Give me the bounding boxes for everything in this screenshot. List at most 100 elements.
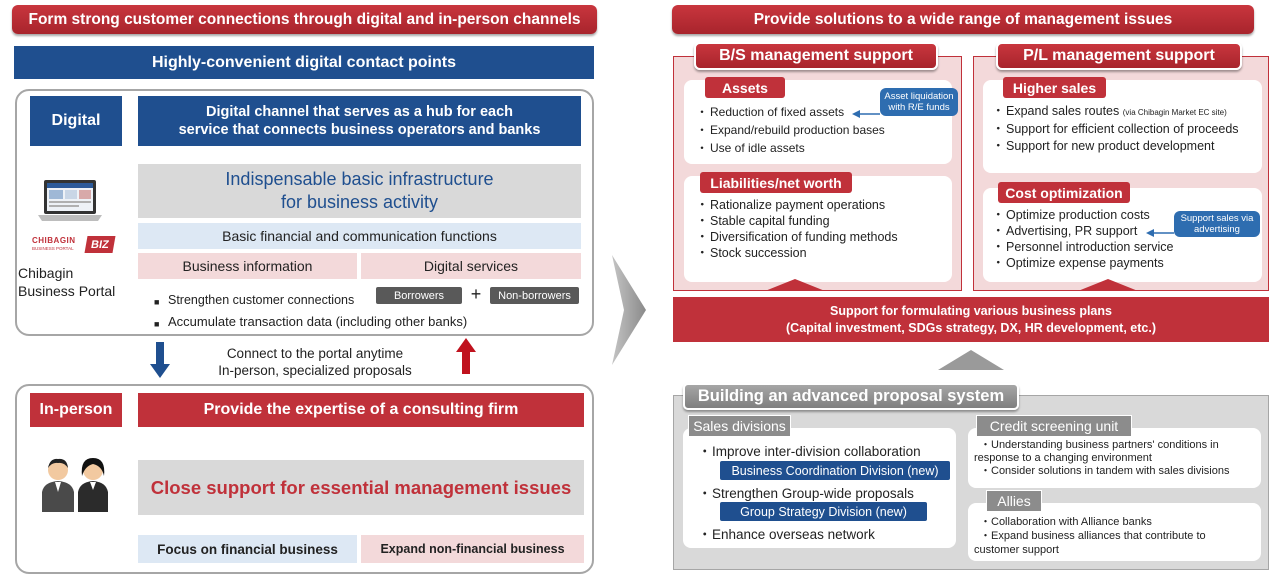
sales-divisions-list-2: Strengthen Group-wide proposals [698,485,914,502]
logo-biz: BIZ [84,236,116,253]
allies-tag: Allies [986,490,1042,512]
non-borrowers-pill: Non-borrowers [490,287,579,304]
connect-line1: Connect to the portal anytime [226,346,404,361]
allies-card [968,503,1261,561]
pl-title: P/L management support [996,42,1242,70]
business-info-box: Business information [138,253,357,279]
assets-list: Reduction of fixed assets Expand/rebuild… [696,103,885,157]
list-item: Stock succession [696,245,898,261]
logo-text: CHIBAGIN [32,236,76,245]
triangle-up-icon [938,350,1004,370]
laptop-icon [36,178,104,224]
list-item: Expand/rebuild production bases [696,121,885,139]
sales-item-text: Support for efficient collection of proc… [1006,122,1239,136]
proposal-title: Building an advanced proposal system [683,383,1019,410]
credit-text: ・Understanding business partners' condit… [974,439,1229,478]
borrowers-text: Borrowers [393,289,445,302]
credit-screening-tag: Credit screening unit [976,415,1132,437]
expand-nonfinancial-text: Expand non-financial business [380,542,565,556]
pl-title-text: P/L management support [1023,47,1215,64]
list-item: Use of idle assets [696,139,885,157]
inperson-tag: In-person [30,393,122,427]
plus-sign: + [465,283,487,305]
liabilities-tag-text: Liabilities/net worth [710,174,842,191]
group-strategy-badge: Group Strategy Division (new) [720,502,927,521]
cost-list: Optimize production costs Advertising, P… [992,207,1173,271]
focus-financial-box: Focus on financial business [138,535,357,563]
left-banner-text: Form strong customer connections through… [28,10,581,28]
close-support-box: Close support for essential management i… [138,460,584,515]
list-item: Support for efficient collection of proc… [992,121,1239,138]
liab-item-text: Diversification of funding methods [710,230,898,244]
liab-item-text: Stock succession [710,246,807,260]
close-support-text: Close support for essential management i… [150,476,572,498]
sales-divisions-tag-text: Sales divisions [693,418,786,434]
allies-item2-text-b: customer support [974,544,1059,556]
cost-callout-line2: advertising [1194,224,1240,235]
portal-name-line1: Chibagin [18,265,74,281]
list-item: Personnel introduction service [992,239,1173,255]
assets-tag: Assets [705,77,785,98]
business-coordination-badge: Business Coordination Division (new) [720,461,950,480]
allies-tag-text: Allies [997,493,1031,509]
digital-services-box: Digital services [361,253,581,279]
plans-line1: Support for formulating various business… [830,303,1112,318]
credit-item2: ・Consider solutions in tandem with sales… [980,465,1230,477]
left-banner: Form strong customer connections through… [12,5,597,34]
assets-tag-text: Assets [722,79,768,96]
sales-divisions-list: Improve inter-division collaboration [698,443,921,460]
assets-callout-line1: Asset liquidation [884,91,954,102]
list-item: Expand sales routes (via Chibagin Market… [992,103,1239,121]
focus-financial-text: Focus on financial business [157,541,338,557]
bs-title-text: B/S management support [719,47,913,64]
cost-optimization-tag: Cost optimization [998,182,1130,203]
down-arrow-icon [150,342,170,378]
sales-item-note: (via Chibagin Market EC site) [1122,108,1227,117]
list-item: Support for new product development [992,138,1239,155]
triangle-up-icon [1078,278,1138,291]
digital-tag: Digital [30,96,122,146]
infrastructure-box: Indispensable basic infrastructure for b… [138,164,581,218]
group-strategy-text: Group Strategy Division (new) [740,504,907,519]
list-item: Reduction of fixed assets [696,103,885,121]
higher-sales-tag-text: Higher sales [1012,79,1097,96]
list-item: Diversification of funding methods [696,229,898,245]
consultants-icon [38,456,116,512]
connect-line2: In-person, specialized proposals [218,363,412,378]
allies-item1-text: Collaboration with Alliance banks [991,516,1152,528]
credit-item1-text-a: Understanding business partners' conditi… [991,439,1219,451]
allies-item1: ・Collaboration with Alliance banks [980,516,1152,528]
higher-sales-tag: Higher sales [1003,77,1106,98]
cost-callout-line1: Support sales via [1180,213,1254,224]
list-item: Optimize expense payments [992,255,1173,271]
credit-screening-tag-text: Credit screening unit [989,418,1119,434]
credit-item1-text-b: response to a changing environment [974,452,1152,464]
proposal-title-text: Building an advanced proposal system [697,387,1005,405]
right-banner-text: Provide solutions to a wide range of man… [753,10,1173,28]
bullet-strengthen-text: Strengthen customer connections [168,293,355,307]
allies-item2: ・Expand business alliances that contribu… [980,530,1206,542]
plans-line2: (Capital investment, SDGs strategy, DX, … [786,320,1156,335]
consulting-box: Provide the expertise of a consulting fi… [138,393,584,427]
asset-item-text: Reduction of fixed assets [710,105,845,119]
sales-divisions-tag: Sales divisions [688,415,791,437]
list-item: Enhance overseas network [698,526,875,543]
liab-item-text: Rationalize payment operations [710,198,886,212]
inperson-panel [15,384,594,574]
list-item: Stable capital funding [696,213,898,229]
portal-name-line2: Business Portal [18,283,116,299]
list-item: Advertising, PR support [992,223,1173,239]
assets-callout-line2: with R/E funds [888,102,950,113]
list-item: Improve inter-division collaboration [698,443,921,460]
plus-text: + [470,283,482,304]
bullet-accumulate: Accumulate transaction data (including o… [154,311,468,335]
bullet-accumulate-text: Accumulate transaction data (including o… [168,314,468,329]
credit-card [968,428,1261,488]
digital-tag-text: Digital [51,112,101,129]
digital-hub-line2: service that connects business operators… [178,122,541,138]
sales-list: Expand sales routes (via Chibagin Market… [992,103,1239,155]
portal-name: Chibagin Business Portal [18,264,115,300]
list-item: Strengthen Group-wide proposals [698,485,914,502]
cost-callout: Support sales via advertising [1174,211,1260,237]
digital-header: Highly-convenient digital contact points [14,46,594,79]
